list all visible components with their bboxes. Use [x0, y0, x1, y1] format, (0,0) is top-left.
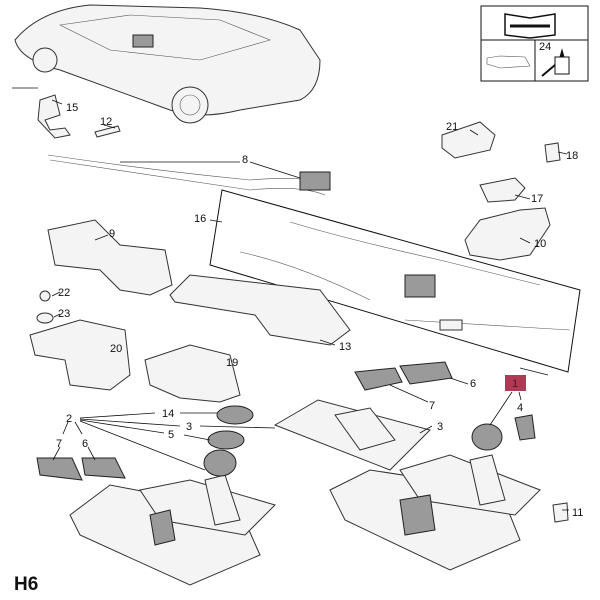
part-8-cables: [47, 154, 326, 196]
part-10-bracket: [464, 207, 551, 261]
part-21-bracket: [441, 121, 496, 159]
part-22-screw: [39, 290, 51, 302]
legend-ref: 24: [539, 41, 551, 53]
manual-wrench-icon: [504, 13, 556, 39]
callout-3-right[interactable]: 3: [437, 421, 443, 433]
part-9-bracket: [47, 219, 173, 296]
part-4-knob-insert: [514, 414, 536, 441]
sheet-code: H6: [14, 574, 39, 595]
part-7-shift-element: [354, 367, 403, 391]
part-13-plate: [169, 274, 351, 346]
callout-18[interactable]: 18: [566, 150, 578, 162]
callout-7-lower[interactable]: 7: [56, 438, 62, 450]
callout-5[interactable]: 5: [168, 429, 174, 441]
part-8-grommet: [299, 171, 331, 191]
callout-6-upper[interactable]: 6: [470, 378, 476, 390]
callout-9[interactable]: 9: [109, 228, 115, 240]
callout-4[interactable]: 4: [517, 402, 523, 414]
callout-12[interactable]: 12: [100, 116, 112, 128]
part-11-bolt: [552, 502, 569, 523]
callout-15[interactable]: 15: [66, 102, 78, 114]
callout-11[interactable]: 11: [572, 507, 583, 519]
callout-8[interactable]: 8: [242, 154, 248, 166]
callout-6-lower[interactable]: 6: [82, 438, 88, 450]
callout-10[interactable]: 10: [534, 238, 546, 250]
leader-lines: [51, 99, 569, 511]
part-18-bolt: [544, 142, 561, 163]
part-15-lever: [37, 94, 71, 139]
callout-21[interactable]: 21: [446, 121, 458, 133]
part-6-shift-element-left: [81, 457, 126, 479]
part-5-gear-pattern-cap: [207, 430, 245, 450]
callout-16[interactable]: 16: [194, 213, 206, 225]
callout-13[interactable]: 13: [339, 341, 351, 353]
callout-14[interactable]: 14: [162, 408, 174, 420]
right-shifter-assembly: [329, 414, 569, 571]
lubricant-bottle-icon: [541, 48, 570, 77]
legend-box: 24: [480, 5, 589, 82]
part-19-bracket: [144, 344, 241, 403]
left-shifter-assembly: [69, 449, 276, 586]
vehicle-illustration: [14, 4, 321, 124]
callout-23[interactable]: 23: [58, 308, 70, 320]
part-7-shift-element-left: [36, 457, 83, 481]
callout-2[interactable]: 2: [66, 413, 72, 425]
callout-20[interactable]: 20: [110, 343, 122, 355]
part-20-bracket: [29, 319, 131, 391]
callouts: 15 12 8 21 18 16 17 10 9 22 23 20 19 13 …: [56, 102, 583, 519]
callout-3-left[interactable]: 3: [186, 421, 192, 433]
part-14-gear-pattern-cap: [216, 405, 254, 425]
callout-17[interactable]: 17: [531, 193, 543, 205]
gearbox-outline-icon: [486, 55, 531, 69]
part-6-shift-element: [399, 361, 453, 385]
part-23-washer: [36, 312, 54, 324]
callout-1[interactable]: 1: [512, 378, 518, 390]
callout-19[interactable]: 19: [226, 357, 238, 369]
selected-part-highlight: [505, 375, 526, 391]
callout-7-upper[interactable]: 7: [429, 400, 435, 412]
part-12-bolt: [94, 125, 121, 138]
part-16-cable-kit-box: [209, 189, 581, 373]
part-17-clip: [479, 177, 526, 203]
callout-22[interactable]: 22: [58, 287, 70, 299]
